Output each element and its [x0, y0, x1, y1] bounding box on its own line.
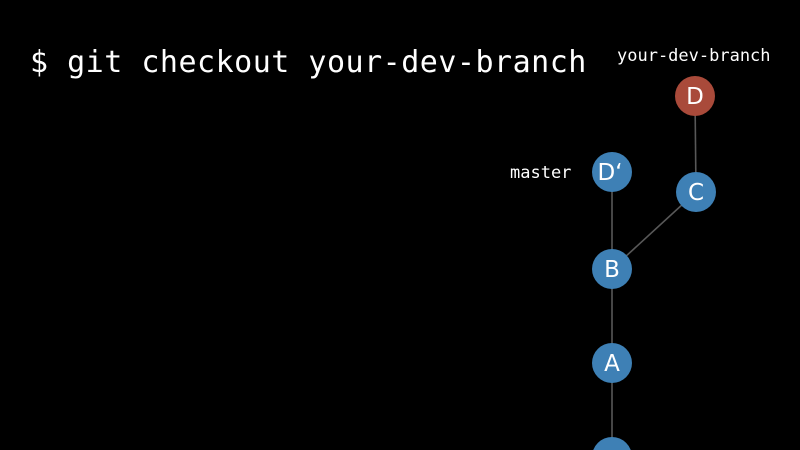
commit-node-B[interactable]: B	[592, 249, 632, 289]
branch-label-master: master	[510, 163, 572, 183]
commit-label-C: C	[688, 180, 704, 206]
commit-label-B: B	[604, 257, 620, 283]
terminal-command-line: $ git checkout your-dev-branch	[30, 45, 587, 80]
branch-label-your-dev-branch: your-dev-branch	[617, 46, 771, 66]
commit-circle-A[interactable]	[592, 343, 632, 383]
commit-node-root[interactable]	[592, 437, 632, 450]
commit-label-A: A	[604, 351, 620, 377]
commit-node-C[interactable]: C	[676, 172, 716, 212]
commit-label-D: D	[686, 84, 704, 110]
commit-circle-D-prime[interactable]	[592, 152, 632, 192]
commit-node-D[interactable]: D	[675, 76, 715, 116]
commit-node-layer: A B C D‘ D	[592, 76, 716, 450]
commit-circle-B[interactable]	[592, 249, 632, 289]
commit-circle-D[interactable]	[675, 76, 715, 116]
commit-circle-root[interactable]	[592, 437, 632, 450]
commit-label-D-prime: D‘	[597, 160, 622, 186]
commit-node-D-prime[interactable]: D‘	[592, 152, 632, 192]
commit-circle-C[interactable]	[676, 172, 716, 212]
commit-node-A[interactable]: A	[592, 343, 632, 383]
